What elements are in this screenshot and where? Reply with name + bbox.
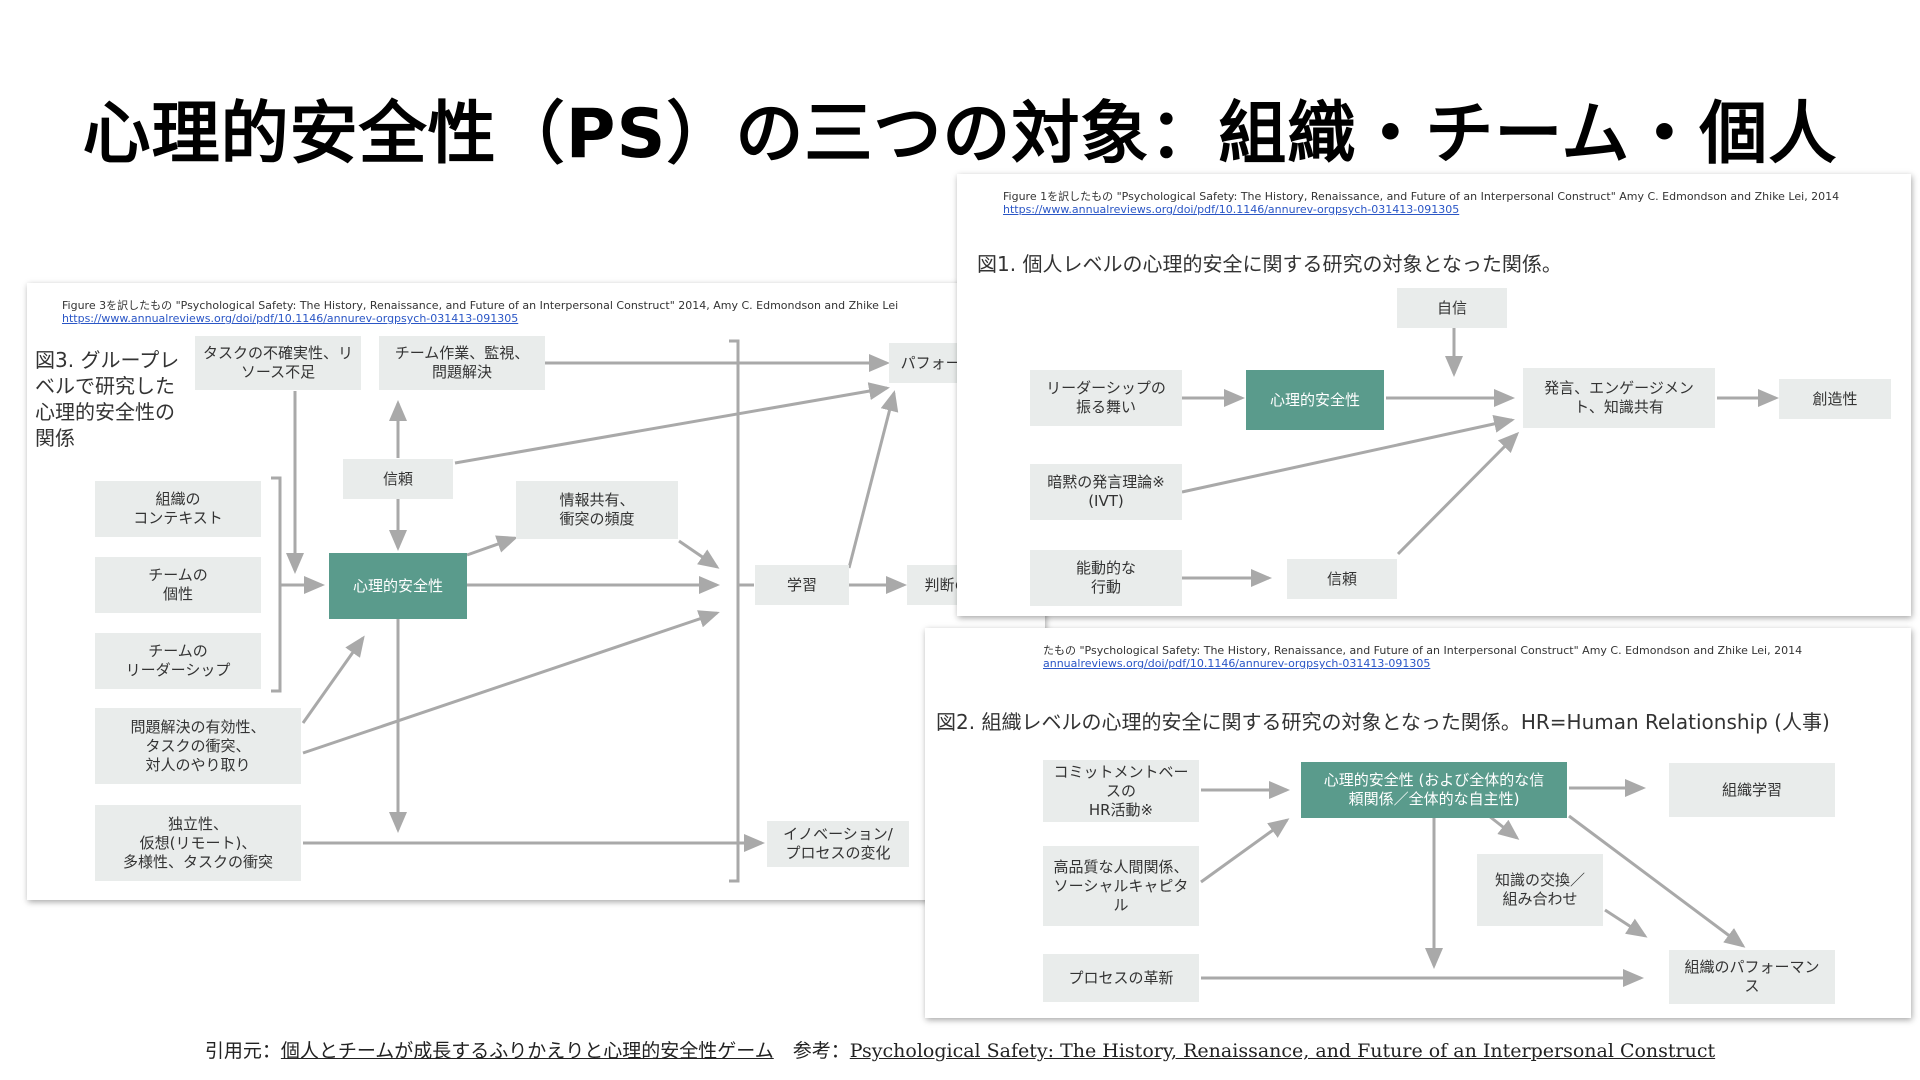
fig1-box-confidence: 自信 bbox=[1397, 288, 1507, 328]
fig3-box-team-leadership: チームの リーダーシップ bbox=[95, 633, 261, 689]
fig1-box-proactive: 能動的な 行動 bbox=[1030, 550, 1182, 606]
figure2-source: たもの "Psychological Safety: The History, … bbox=[1043, 644, 1803, 657]
footer-link-paper[interactable]: Psychological Safety: The History, Renai… bbox=[849, 1040, 1716, 1062]
fig1-box-voice: 発言、エンゲージメン ト、知識共有 bbox=[1523, 368, 1715, 428]
fig2-box-org-learning: 組織学習 bbox=[1669, 763, 1835, 817]
figure1-source: Figure 1を訳したもの "Psychological Safety: Th… bbox=[1003, 190, 1840, 203]
fig3-box-psychological-safety: 心理的安全性 bbox=[329, 553, 467, 619]
fig2-box-psychological-safety: 心理的安全性 (および全体的な信 頼関係／全体的な自主性) bbox=[1301, 762, 1567, 818]
fig3-box-team-work: チーム作業、監視、 問題解決 bbox=[379, 336, 545, 390]
fig1-box-leadership: リーダーシップの 振る舞い bbox=[1030, 370, 1182, 426]
fig2-box-org-performance: 組織のパフォーマン ス bbox=[1669, 950, 1835, 1004]
citation-footer: 引用元：個人とチームが成長するふりかえりと心理的安全性ゲーム 参考：Psycho… bbox=[0, 1036, 1920, 1063]
fig3-box-learning: 学習 bbox=[755, 565, 849, 605]
figure3-panel: Figure 3を訳したもの "Psychological Safety: Th… bbox=[27, 283, 1045, 900]
figure1-panel: Figure 1を訳したもの "Psychological Safety: Th… bbox=[957, 174, 1911, 616]
figure2-url[interactable]: annualreviews.org/doi/pdf/10.1146/annure… bbox=[1043, 657, 1431, 670]
figure1-heading: 図1. 個人レベルの心理的安全に関する研究の対象となった関係。 bbox=[977, 252, 1562, 276]
fig3-box-trust: 信頼 bbox=[343, 459, 453, 499]
figure3-source: Figure 3を訳したもの "Psychological Safety: Th… bbox=[62, 299, 899, 312]
slide-title: 心理的安全性（PS）の三つの対象：組織・チーム・個人 bbox=[82, 95, 1838, 174]
fig3-box-org-context: 組織の コンテキスト bbox=[95, 481, 261, 537]
fig1-box-ivt: 暗黙の発言理論※ (IVT) bbox=[1030, 464, 1182, 520]
footer-mid: 参考： bbox=[773, 1040, 850, 1062]
figure2-heading: 図2. 組織レベルの心理的安全に関する研究の対象となった関係。HR=Human … bbox=[936, 710, 1830, 734]
figure2-panel: たもの "Psychological Safety: The History, … bbox=[925, 628, 1911, 1018]
figure3-url[interactable]: https://www.annualreviews.org/doi/pdf/10… bbox=[62, 312, 519, 325]
footer-prefix: 引用元： bbox=[204, 1040, 281, 1062]
fig1-box-psychological-safety: 心理的安全性 bbox=[1246, 370, 1384, 430]
fig2-box-knowledge: 知識の交換／ 組み合わせ bbox=[1477, 854, 1603, 926]
figure3-arrows bbox=[271, 339, 907, 883]
figure3-heading: 図3. グループレ ベルで研究した 心理的安全性の 関係 bbox=[35, 348, 180, 450]
fig2-box-process: プロセスの革新 bbox=[1043, 954, 1199, 1002]
fig3-box-info-sharing: 情報共有、 衝突の頻度 bbox=[516, 481, 678, 539]
fig2-box-relationships: 高品質な人間関係、 ソーシャルキャピタ ル bbox=[1043, 846, 1199, 926]
figure2-arrows bbox=[1200, 779, 1746, 987]
figure1-arrows bbox=[1181, 328, 1779, 587]
figure1-url[interactable]: https://www.annualreviews.org/doi/pdf/10… bbox=[1003, 203, 1460, 216]
footer-link-game[interactable]: 個人とチームが成長するふりかえりと心理的安全性ゲーム bbox=[280, 1040, 774, 1062]
fig3-box-task-uncertainty: タスクの不確実性、リ ソース不足 bbox=[195, 336, 361, 390]
fig3-box-innovation: イノベーション/ プロセスの変化 bbox=[767, 821, 909, 867]
fig3-box-independence: 独立性、 仮想(リモート)、 多様性、タスクの衝突 bbox=[95, 805, 301, 881]
fig1-box-trust: 信頼 bbox=[1287, 559, 1397, 599]
fig3-box-team-personality: チームの 個性 bbox=[95, 557, 261, 613]
fig1-box-creativity: 創造性 bbox=[1779, 379, 1891, 419]
fig3-box-problem-solving: 問題解決の有効性、 タスクの衝突、 対人のやり取り bbox=[95, 708, 301, 784]
fig2-box-commitment: コミットメントベー スの HR活動※ bbox=[1043, 760, 1199, 822]
